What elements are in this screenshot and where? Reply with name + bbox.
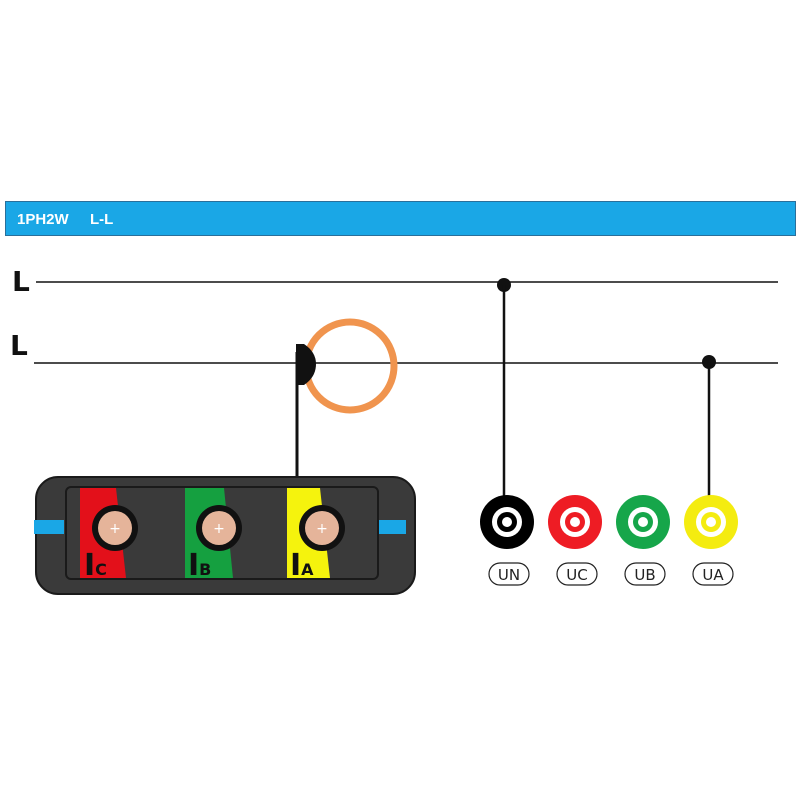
- uc-label: UC: [566, 566, 587, 584]
- ib-jack-plus-icon: +: [213, 521, 225, 537]
- device-accent-right: [378, 520, 406, 534]
- ic-label: IC: [84, 548, 107, 583]
- ia-jack: [305, 511, 339, 545]
- line-2-label: L: [10, 329, 28, 362]
- current-input-ib: + IB: [185, 488, 242, 583]
- uc-terminal-hole: [570, 517, 580, 527]
- line-1-label: L: [12, 265, 30, 298]
- device-inner-panel: [65, 486, 379, 580]
- ia-label: IA: [290, 548, 314, 583]
- un-label-pill: [488, 562, 530, 586]
- ib-jack: [202, 511, 236, 545]
- connection-type-label: L-L: [90, 211, 114, 228]
- ub-label-pill: [624, 562, 666, 586]
- ub-terminal-hole: [638, 517, 648, 527]
- un-terminal-hole: [502, 517, 512, 527]
- voltage-terminal-ua[interactable]: UA: [684, 495, 738, 586]
- ib-label: IB: [188, 548, 211, 583]
- ic-jack: [98, 511, 132, 545]
- uc-label-pill: [556, 562, 598, 586]
- ua-label: UA: [702, 566, 724, 584]
- ua-label-pill: [692, 562, 734, 586]
- wiring-mode-label: 1PH2W: [17, 211, 69, 228]
- ia-jack-plus-icon: +: [316, 521, 328, 537]
- current-input-ic: + IC: [80, 488, 138, 583]
- un-label: UN: [498, 566, 520, 584]
- ic-jack-plus-icon: +: [109, 521, 121, 537]
- ub-label: UB: [634, 566, 655, 584]
- device-accent-left: [34, 520, 64, 534]
- voltage-terminal-ub[interactable]: UB: [616, 495, 670, 586]
- current-input-ia: + IA: [287, 488, 345, 583]
- voltage-terminal-uc[interactable]: UC: [548, 495, 602, 586]
- ua-terminal-hole: [706, 517, 716, 527]
- current-clamp-loop: [302, 318, 398, 414]
- voltage-terminal-un[interactable]: UN: [480, 495, 534, 586]
- title-bar: 1PH2W L-L: [5, 201, 796, 236]
- clamp-head: [296, 344, 316, 385]
